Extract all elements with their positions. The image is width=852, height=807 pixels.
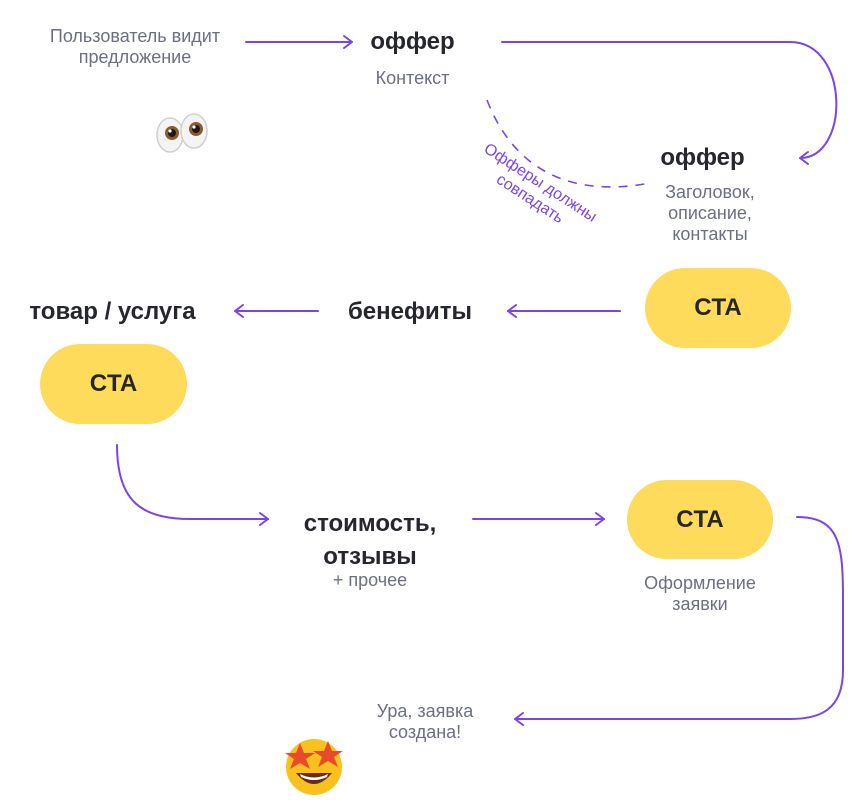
eyes-emoji-icon: [156, 113, 208, 153]
product-title: товар / услуга: [29, 298, 196, 325]
order-sub2: заявки: [672, 594, 728, 614]
offer1-title: оффер: [370, 28, 455, 55]
price-subtitle: + прочее: [332, 570, 408, 590]
order-sub1: Оформление: [644, 573, 756, 593]
done-label: Ура, заявка создана!: [355, 701, 495, 743]
arrow-cta-to-done: [514, 516, 844, 720]
order-label: Оформление заявки: [620, 573, 780, 615]
start-label: Пользователь видит предложение: [30, 26, 240, 68]
price-line2: отзывы: [323, 543, 417, 570]
done-line2: создана!: [388, 722, 462, 742]
start-line1: Пользователь видит: [49, 26, 221, 46]
done-line1: Ура, заявка: [376, 701, 474, 721]
price-title: стоимость, отзывы: [280, 507, 460, 573]
benefits-title: бенефиты: [347, 298, 473, 325]
start-line2: предложение: [78, 47, 192, 67]
offer1-subtitle: Контекст: [375, 68, 450, 88]
offer2-sub1: Заголовок,: [665, 182, 755, 202]
offer2-title: оффер: [660, 144, 745, 171]
offer2-sub3: контакты: [672, 224, 748, 244]
price-line1: стоимость,: [303, 510, 437, 537]
cta-button-order[interactable]: CTA: [627, 480, 773, 559]
dashed-match-line: [486, 99, 651, 188]
cta-button-product[interactable]: CTA: [40, 344, 187, 424]
star-struck-emoji-icon: [285, 739, 343, 795]
offer2-sub2: описание,: [668, 203, 752, 223]
arrow-offer-to-offer: [501, 41, 838, 159]
cta-button-offer[interactable]: CTA: [645, 268, 791, 348]
arrow-cta-to-price: [116, 444, 269, 520]
offer2-description: Заголовок, описание, контакты: [650, 182, 770, 245]
